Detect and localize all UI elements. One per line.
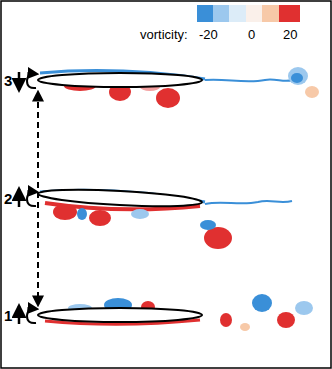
pitch-arrow bbox=[27, 74, 37, 88]
vortex bbox=[240, 323, 250, 331]
vortex bbox=[288, 67, 308, 85]
vortex-sheet bbox=[205, 201, 292, 204]
airfoil-ellipse bbox=[38, 73, 202, 87]
heave-arrow bbox=[18, 189, 21, 207]
vortex bbox=[200, 220, 216, 230]
snapshot bbox=[38, 294, 313, 331]
vortex bbox=[156, 88, 180, 108]
colorbar-segment bbox=[197, 5, 213, 22]
colorbar-segment bbox=[213, 5, 229, 22]
colorbar-segment bbox=[279, 5, 300, 22]
snapshot bbox=[38, 187, 292, 249]
dashed-arrow bbox=[37, 92, 39, 305]
airfoil-ellipse bbox=[38, 308, 202, 322]
pitch-arrow bbox=[27, 192, 37, 206]
colorbar-segment bbox=[246, 5, 262, 22]
tick-label: -20 bbox=[199, 28, 218, 41]
colorbar-segment bbox=[229, 5, 246, 22]
callout-number: 1 bbox=[4, 308, 12, 323]
vortex bbox=[291, 73, 303, 83]
vortex bbox=[305, 86, 319, 98]
axis-title: vorticity: bbox=[140, 28, 188, 41]
vortex bbox=[89, 210, 111, 226]
heave-arrow bbox=[18, 306, 21, 324]
pitch-arrow bbox=[27, 309, 37, 323]
vortex bbox=[204, 227, 232, 249]
callout-number: 2 bbox=[4, 191, 12, 206]
vortex bbox=[77, 208, 87, 220]
vortex bbox=[277, 312, 295, 328]
heave-arrow bbox=[18, 72, 21, 90]
vortex bbox=[53, 204, 77, 220]
vortex-sheet bbox=[205, 80, 292, 82]
tick-label: 0 bbox=[248, 28, 255, 41]
vortex bbox=[131, 209, 149, 219]
vortex bbox=[252, 294, 272, 312]
vortex bbox=[220, 313, 232, 327]
callout-number: 3 bbox=[4, 73, 12, 88]
colorbar-segment bbox=[262, 5, 279, 22]
vortex bbox=[295, 301, 313, 315]
tick-label: 20 bbox=[283, 28, 297, 41]
airfoil-ellipse bbox=[38, 187, 203, 210]
snapshot bbox=[38, 67, 319, 108]
